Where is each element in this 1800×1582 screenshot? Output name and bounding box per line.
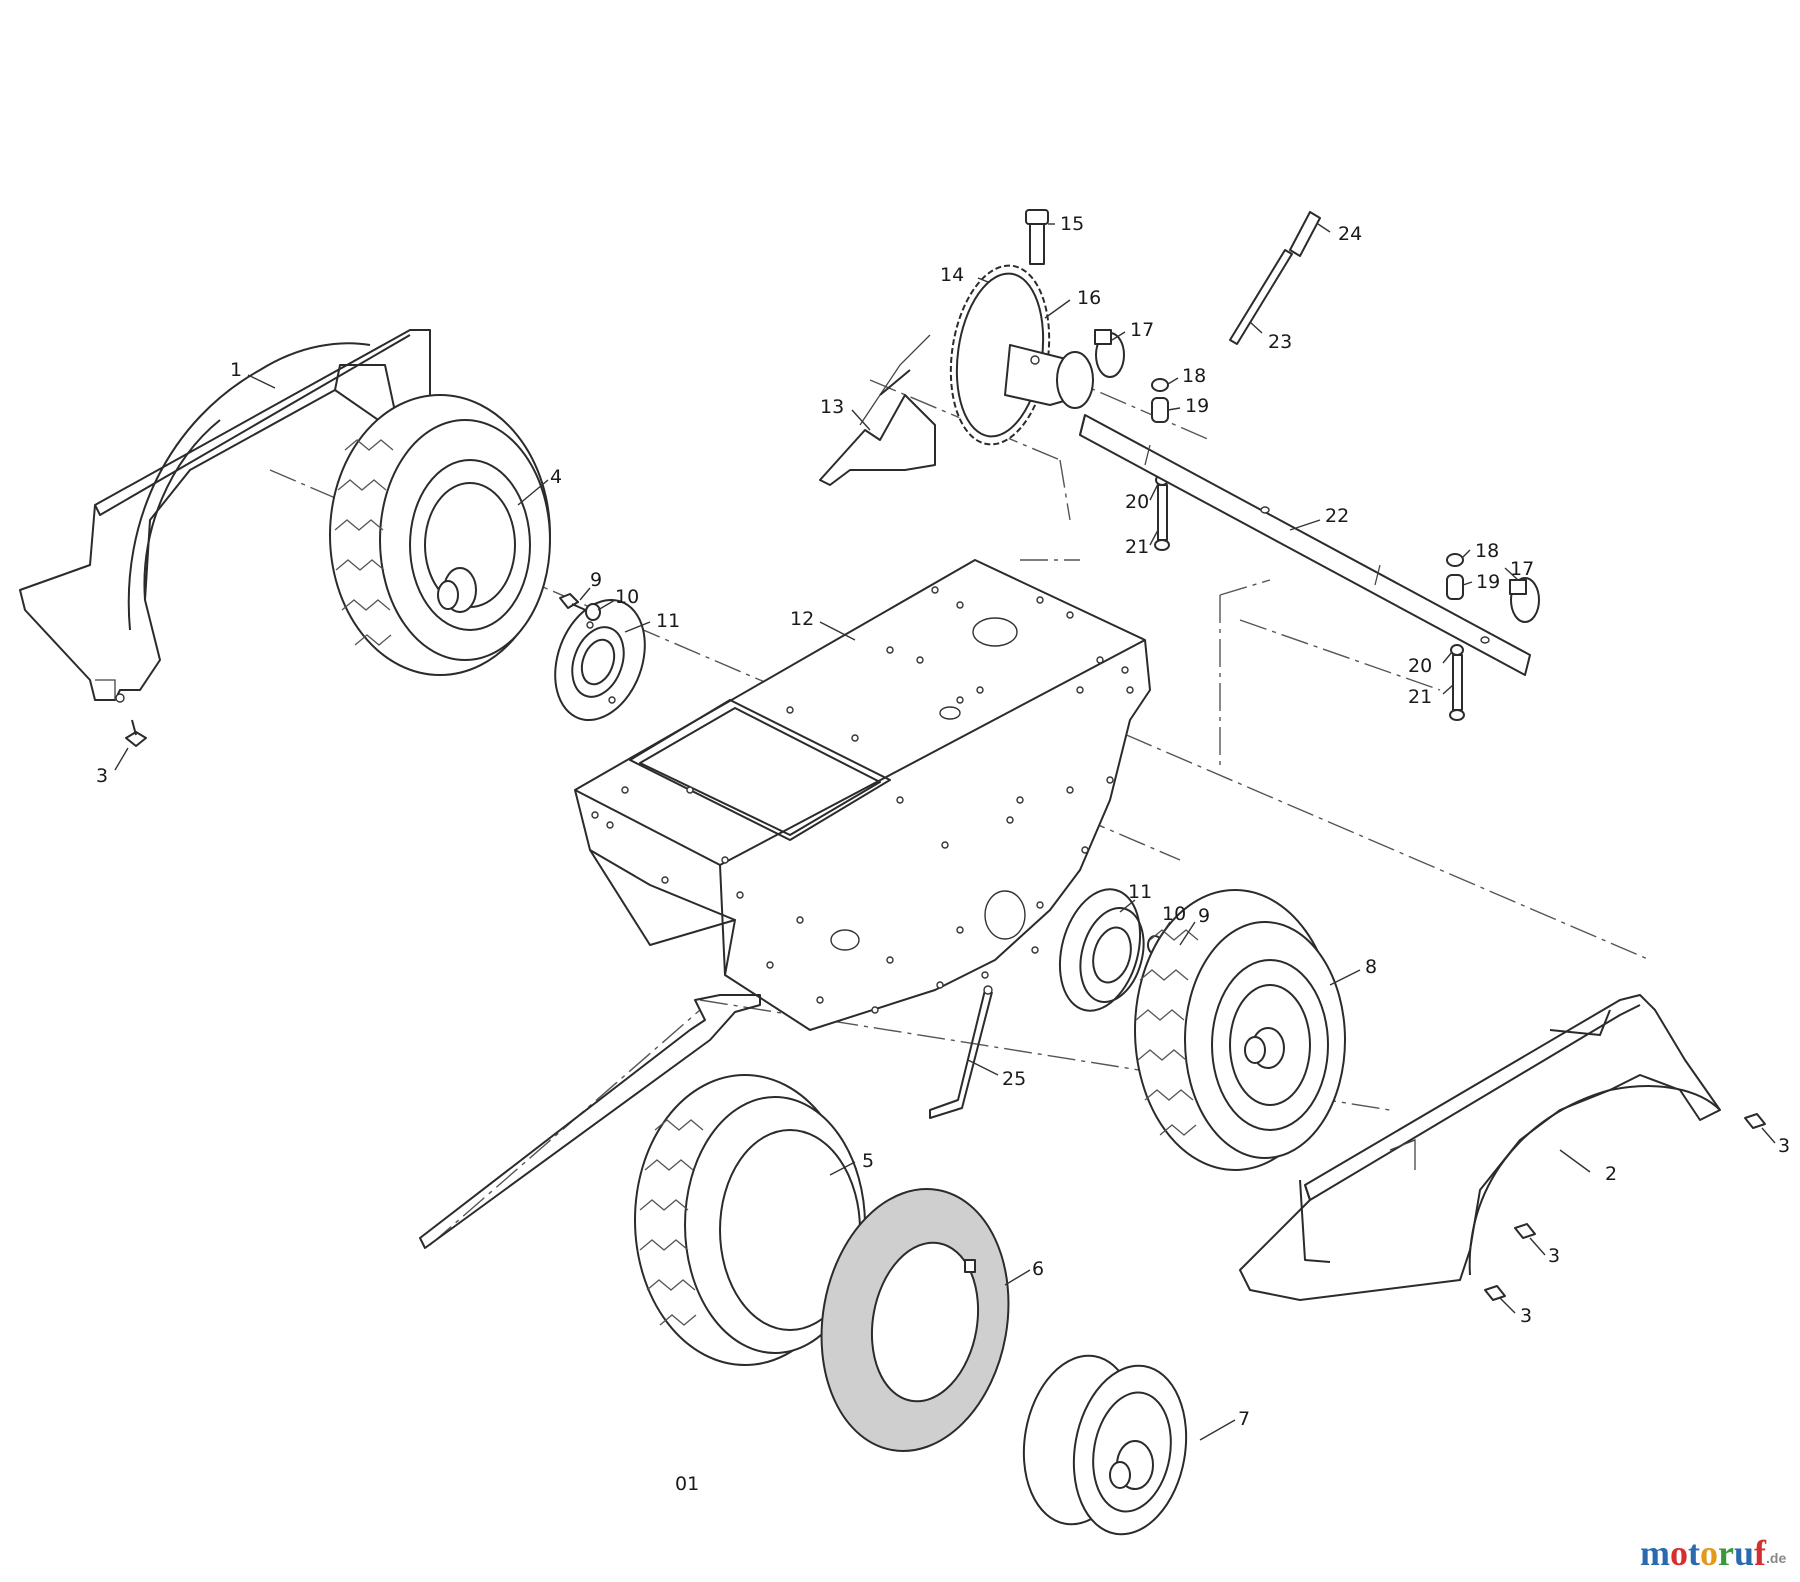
- washer-20-lower: [1450, 644, 1464, 656]
- callout-15: 15: [1060, 213, 1084, 235]
- pin-24: [1289, 211, 1321, 257]
- callout-19-lower: 19: [1476, 571, 1500, 593]
- watermark-logo: motoruf.de: [1640, 1533, 1786, 1573]
- callout-3-left: 3: [96, 765, 108, 787]
- screw-3-right-mid: [1514, 1223, 1536, 1239]
- callout-21-upper: 21: [1125, 536, 1149, 558]
- sheet-code: 01: [675, 1473, 699, 1495]
- callout-16: 16: [1077, 287, 1101, 309]
- callout-18-upper: 18: [1182, 365, 1206, 387]
- callout-9-lower: 9: [1198, 905, 1210, 927]
- washer-10-upper: [585, 603, 601, 621]
- callout-23: 23: [1268, 331, 1292, 353]
- callout-20-upper: 20: [1125, 491, 1149, 513]
- callout-14: 14: [940, 264, 964, 286]
- screw-3-right-top: [1744, 1113, 1766, 1129]
- sprocket-16: [949, 264, 1094, 446]
- callout-9-upper: 9: [590, 569, 602, 591]
- sprocket-bracket-13: [819, 334, 936, 486]
- callout-labels: 1 2 3 3 3 3 4 5 6 7 8 9 9 10 10 11 11 12…: [96, 213, 1790, 1495]
- callout-4: 4: [550, 466, 562, 488]
- inner-tube-6: [820, 1188, 1010, 1452]
- callout-25: 25: [1002, 1068, 1026, 1090]
- callout-7: 7: [1238, 1408, 1250, 1430]
- callout-10-lower: 10: [1162, 903, 1186, 925]
- svg-text:motoruf.de: motoruf.de: [1640, 1533, 1786, 1573]
- nut-18-upper: [1151, 378, 1169, 392]
- bolt-15: [1025, 209, 1049, 265]
- callout-20-lower: 20: [1408, 655, 1432, 677]
- callout-21-lower: 21: [1408, 686, 1432, 708]
- nut-18-lower: [1446, 553, 1464, 567]
- fender-left: [19, 329, 431, 703]
- callout-3-right-low: 3: [1520, 1305, 1532, 1327]
- tire-5: [634, 1074, 866, 1366]
- chassis-housing: [574, 559, 1151, 1031]
- screw-3-left: [125, 719, 147, 747]
- callout-13: 13: [820, 396, 844, 418]
- bearing-flange-upper: [554, 598, 646, 722]
- rim-7: [1022, 1354, 1188, 1536]
- bolt-21-upper: [1154, 484, 1170, 551]
- chassis-bolt-holes: [591, 586, 1134, 1014]
- rod-25: [929, 985, 993, 1119]
- callout-8: 8: [1365, 956, 1377, 978]
- callout-18-lower: 18: [1475, 540, 1499, 562]
- wheel-lower-right: [1134, 889, 1346, 1171]
- bolt-21-lower: [1449, 654, 1465, 721]
- callout-2: 2: [1605, 1163, 1617, 1185]
- rod-23: [1229, 249, 1293, 345]
- bolt-9-upper: [559, 593, 591, 613]
- callout-6: 6: [1032, 1258, 1044, 1280]
- watermark-suffix: .de: [1766, 1550, 1786, 1566]
- axle-shaft-22: [1079, 414, 1531, 676]
- callout-1: 1: [230, 359, 242, 381]
- callout-11-upper: 11: [656, 610, 680, 632]
- callout-11-lower: 11: [1128, 881, 1152, 903]
- screw-3-right-low: [1484, 1285, 1506, 1301]
- callout-19-upper: 19: [1185, 395, 1209, 417]
- spacer-19-lower: [1446, 574, 1464, 600]
- wheel-upper-left: [329, 394, 551, 676]
- watermark-brand: motoruf: [1640, 1533, 1767, 1573]
- callout-3-right-top: 3: [1778, 1135, 1790, 1157]
- callout-24: 24: [1338, 223, 1362, 245]
- spacer-19-upper: [1151, 397, 1169, 423]
- leader-lines: [114, 223, 1776, 1441]
- callout-22: 22: [1325, 505, 1349, 527]
- callout-17-lower: 17: [1510, 558, 1534, 580]
- callout-17-upper: 17: [1130, 319, 1154, 341]
- callout-10-upper: 10: [615, 586, 639, 608]
- callout-3-right-mid: 3: [1548, 1245, 1560, 1267]
- callout-12: 12: [790, 608, 814, 630]
- fender-right: [1239, 994, 1721, 1301]
- callout-5: 5: [862, 1150, 874, 1172]
- handle-bar: [419, 994, 761, 1249]
- clip-pin-17-lower: [1509, 577, 1540, 623]
- clip-pin-17-upper: [1094, 329, 1125, 378]
